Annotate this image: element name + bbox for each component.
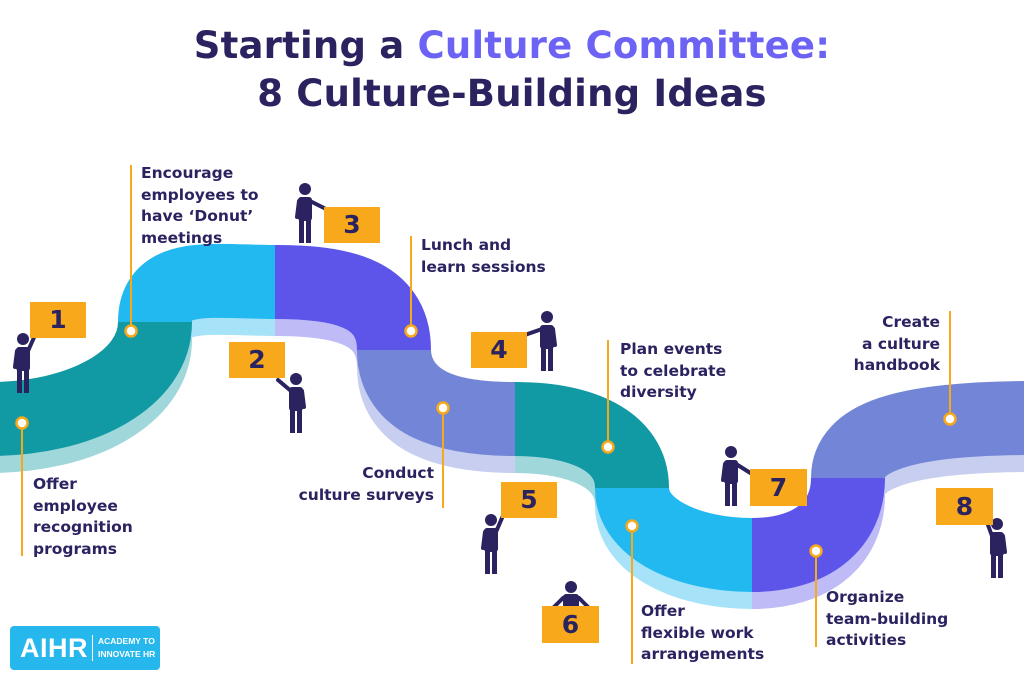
leader-dot-7 bbox=[809, 544, 823, 558]
leader-dot-4 bbox=[436, 401, 450, 415]
number-box-8: 8 bbox=[936, 488, 993, 525]
number-box-4: 4 bbox=[471, 332, 527, 368]
idea-1-label: Offer employee recognition programs bbox=[33, 475, 133, 558]
presenter-figure-6 bbox=[551, 581, 591, 610]
road-segment-8 bbox=[811, 381, 1024, 482]
road-segment-6 bbox=[595, 484, 753, 592]
logo-brand: AIHR bbox=[20, 633, 88, 663]
road-segment-4 bbox=[357, 347, 516, 456]
title-prefix: Starting a bbox=[193, 24, 418, 67]
idea-5-label: Plan events to celebrate diversity bbox=[620, 340, 727, 401]
number-box-6: 6 bbox=[542, 606, 599, 643]
leader-dot-6 bbox=[625, 519, 639, 533]
number-box-5: 5 bbox=[501, 482, 557, 518]
leader-dot-5 bbox=[601, 440, 615, 454]
number-box-7: 7 bbox=[750, 469, 807, 506]
idea-3-label: Lunch and learn sessions bbox=[421, 236, 546, 276]
road-segment-3 bbox=[274, 245, 431, 353]
road-segment-2 bbox=[118, 243, 276, 326]
idea-6-label: Offer flexible work arrangements bbox=[641, 602, 765, 663]
presenter-figure-8 bbox=[986, 518, 1007, 578]
road-segment-5 bbox=[514, 382, 669, 491]
idea-4-label: Conduct culture surveys bbox=[298, 464, 434, 504]
idea-8-label: Create a culture handbook bbox=[853, 313, 940, 374]
presenter-figure-2 bbox=[276, 373, 306, 433]
aihr-logo: AIHR ACADEMY TO INNOVATE HR bbox=[10, 626, 160, 670]
winding-road bbox=[0, 243, 1024, 609]
presenter-figure-1 bbox=[13, 331, 38, 393]
leader-dot-2 bbox=[124, 324, 138, 338]
logo-divider bbox=[92, 635, 93, 661]
title-line-2: 8 Culture-Building Ideas bbox=[257, 72, 767, 115]
idea-7-label: Organize team-building activities bbox=[826, 588, 949, 649]
leader-dot-1 bbox=[15, 416, 29, 430]
leader-dot-3 bbox=[404, 324, 418, 338]
number-box-2: 2 bbox=[229, 342, 285, 378]
road-segment-7 bbox=[750, 475, 885, 592]
title-highlight: Culture Committee: bbox=[417, 24, 831, 67]
leader-dot-8 bbox=[943, 412, 957, 426]
leader-lines bbox=[15, 165, 957, 664]
logo-tagline: ACADEMY TO INNOVATE HR bbox=[98, 636, 156, 659]
presenter-figure-4 bbox=[520, 311, 557, 371]
page-title: Starting a Culture Committee: 8 Culture-… bbox=[0, 22, 1024, 118]
presenter-figure-7 bbox=[721, 446, 754, 506]
idea-2-label: Encourage employees to have ‘Donut’ meet… bbox=[141, 164, 259, 247]
number-box-3: 3 bbox=[324, 207, 380, 243]
number-box-1: 1 bbox=[30, 302, 86, 338]
